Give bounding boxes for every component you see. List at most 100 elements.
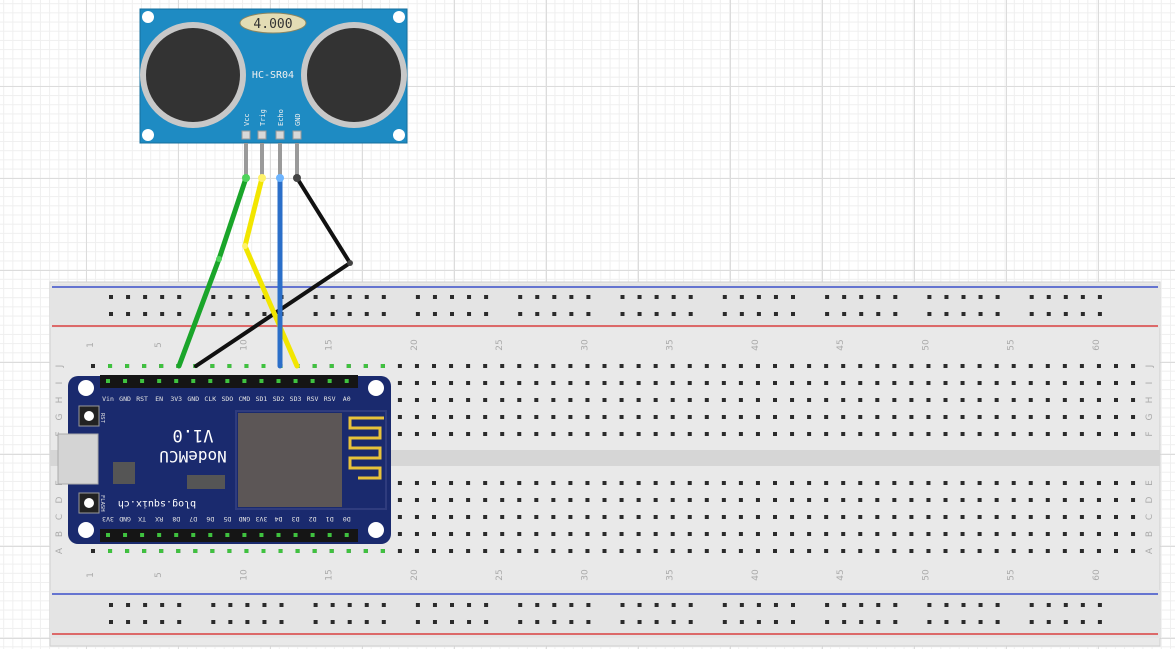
terminal-hole[interactable] xyxy=(397,481,402,485)
terminal-hole[interactable] xyxy=(432,549,436,553)
terminal-hole[interactable] xyxy=(977,415,982,419)
rail-hole[interactable] xyxy=(1080,620,1085,624)
terminal-hole[interactable] xyxy=(909,532,914,536)
terminal-hole[interactable] xyxy=(892,381,897,385)
rail-hole[interactable] xyxy=(1029,312,1034,316)
terminal-hole[interactable] xyxy=(1028,415,1033,419)
terminal-hole[interactable] xyxy=(738,498,743,502)
rail-hole[interactable] xyxy=(262,603,267,607)
terminal-hole[interactable] xyxy=(534,549,539,553)
mcu-pin-top[interactable] xyxy=(191,379,196,383)
rail-hole[interactable] xyxy=(654,312,659,316)
rail-hole[interactable] xyxy=(1080,603,1085,607)
terminal-hole[interactable] xyxy=(91,549,95,553)
terminal-hole[interactable] xyxy=(841,381,846,385)
terminal-hole[interactable] xyxy=(483,415,488,419)
terminal-hole[interactable] xyxy=(500,415,505,419)
terminal-hole[interactable] xyxy=(1011,398,1016,402)
terminal-hole[interactable] xyxy=(568,481,573,485)
rail-hole[interactable] xyxy=(160,312,165,316)
terminal-hole[interactable] xyxy=(585,549,590,553)
terminal-hole[interactable] xyxy=(807,549,812,553)
rail-hole[interactable] xyxy=(330,620,335,624)
terminal-hole[interactable] xyxy=(943,549,948,553)
sensor-pin-leg[interactable] xyxy=(295,143,299,177)
terminal-hole[interactable] xyxy=(466,381,471,385)
trig-wire-end-top[interactable] xyxy=(258,174,266,182)
terminal-hole[interactable] xyxy=(824,415,829,419)
rail-hole[interactable] xyxy=(722,620,727,624)
rail-hole[interactable] xyxy=(109,620,113,624)
terminal-hole[interactable] xyxy=(687,498,692,502)
terminal-hole[interactable] xyxy=(397,415,402,419)
terminal-hole[interactable] xyxy=(449,398,454,402)
terminal-hole[interactable] xyxy=(585,532,590,536)
terminal-hole[interactable] xyxy=(977,398,982,402)
mcu-pin-bottom[interactable] xyxy=(191,533,196,537)
terminal-hole[interactable] xyxy=(500,515,505,519)
terminal-hole[interactable] xyxy=(414,398,419,402)
rail-hole[interactable] xyxy=(791,620,795,624)
terminal-hole[interactable] xyxy=(602,481,607,485)
terminal-hole[interactable] xyxy=(534,498,539,502)
rail-hole[interactable] xyxy=(842,603,847,607)
terminal-hole[interactable] xyxy=(449,381,454,385)
terminal-hole[interactable] xyxy=(534,381,539,385)
terminal-hole[interactable] xyxy=(517,481,522,485)
terminal-hole[interactable] xyxy=(1131,415,1136,419)
terminal-hole[interactable] xyxy=(1131,481,1136,485)
rail-hole[interactable] xyxy=(944,312,949,316)
terminal-hole[interactable] xyxy=(790,432,795,436)
terminal-hole[interactable] xyxy=(534,398,539,402)
rail-hole[interactable] xyxy=(518,603,523,607)
terminal-hole[interactable] xyxy=(943,432,948,436)
rail-hole[interactable] xyxy=(995,603,1000,607)
terminal-hole[interactable] xyxy=(1028,432,1033,436)
terminal-hole[interactable] xyxy=(517,432,522,436)
rail-hole[interactable] xyxy=(1063,295,1068,299)
rail-hole[interactable] xyxy=(637,295,642,299)
rail-hole[interactable] xyxy=(842,312,847,316)
terminal-hole[interactable] xyxy=(773,364,777,368)
terminal-hole[interactable] xyxy=(738,515,743,519)
rail-hole[interactable] xyxy=(876,603,881,607)
terminal-hole[interactable] xyxy=(994,415,999,419)
rail-hole[interactable] xyxy=(1097,295,1102,299)
rail-hole[interactable] xyxy=(620,603,625,607)
terminal-hole[interactable] xyxy=(1011,481,1016,485)
terminal-hole[interactable] xyxy=(960,498,965,502)
mcu-pin-top[interactable] xyxy=(225,379,230,383)
rail-hole[interactable] xyxy=(893,312,898,316)
rail-hole[interactable] xyxy=(313,312,318,316)
terminal-hole[interactable] xyxy=(721,532,726,536)
terminal-hole[interactable] xyxy=(414,515,419,519)
terminal-hole[interactable] xyxy=(483,549,488,553)
terminal-hole[interactable] xyxy=(1131,432,1136,436)
terminal-hole[interactable] xyxy=(1045,515,1050,519)
terminal-hole[interactable] xyxy=(841,532,846,536)
terminal-hole[interactable] xyxy=(619,549,624,553)
terminal-hole[interactable] xyxy=(1096,432,1101,436)
terminal-hole[interactable] xyxy=(1011,432,1016,436)
mcu-pin-top[interactable] xyxy=(310,379,315,383)
terminal-hole[interactable] xyxy=(1011,381,1016,385)
terminal-hole[interactable] xyxy=(994,481,999,485)
terminal-hole[interactable] xyxy=(449,364,454,368)
terminal-hole[interactable] xyxy=(824,515,829,519)
terminal-hole[interactable] xyxy=(449,515,454,519)
terminal-hole[interactable] xyxy=(994,532,999,536)
terminal-hole[interactable] xyxy=(397,432,402,436)
rail-hole[interactable] xyxy=(825,620,830,624)
rail-hole[interactable] xyxy=(978,312,983,316)
rail-hole[interactable] xyxy=(893,295,898,299)
terminal-hole[interactable] xyxy=(397,398,402,402)
terminal-hole[interactable] xyxy=(1011,515,1016,519)
rail-hole[interactable] xyxy=(995,295,1000,299)
terminal-hole[interactable] xyxy=(704,532,709,536)
terminal-hole[interactable] xyxy=(1096,515,1101,519)
terminal-hole[interactable] xyxy=(1045,532,1050,536)
terminal-hole[interactable] xyxy=(1079,381,1084,385)
terminal-hole[interactable] xyxy=(91,364,95,368)
terminal-hole[interactable] xyxy=(619,498,624,502)
rail-hole[interactable] xyxy=(211,620,216,624)
